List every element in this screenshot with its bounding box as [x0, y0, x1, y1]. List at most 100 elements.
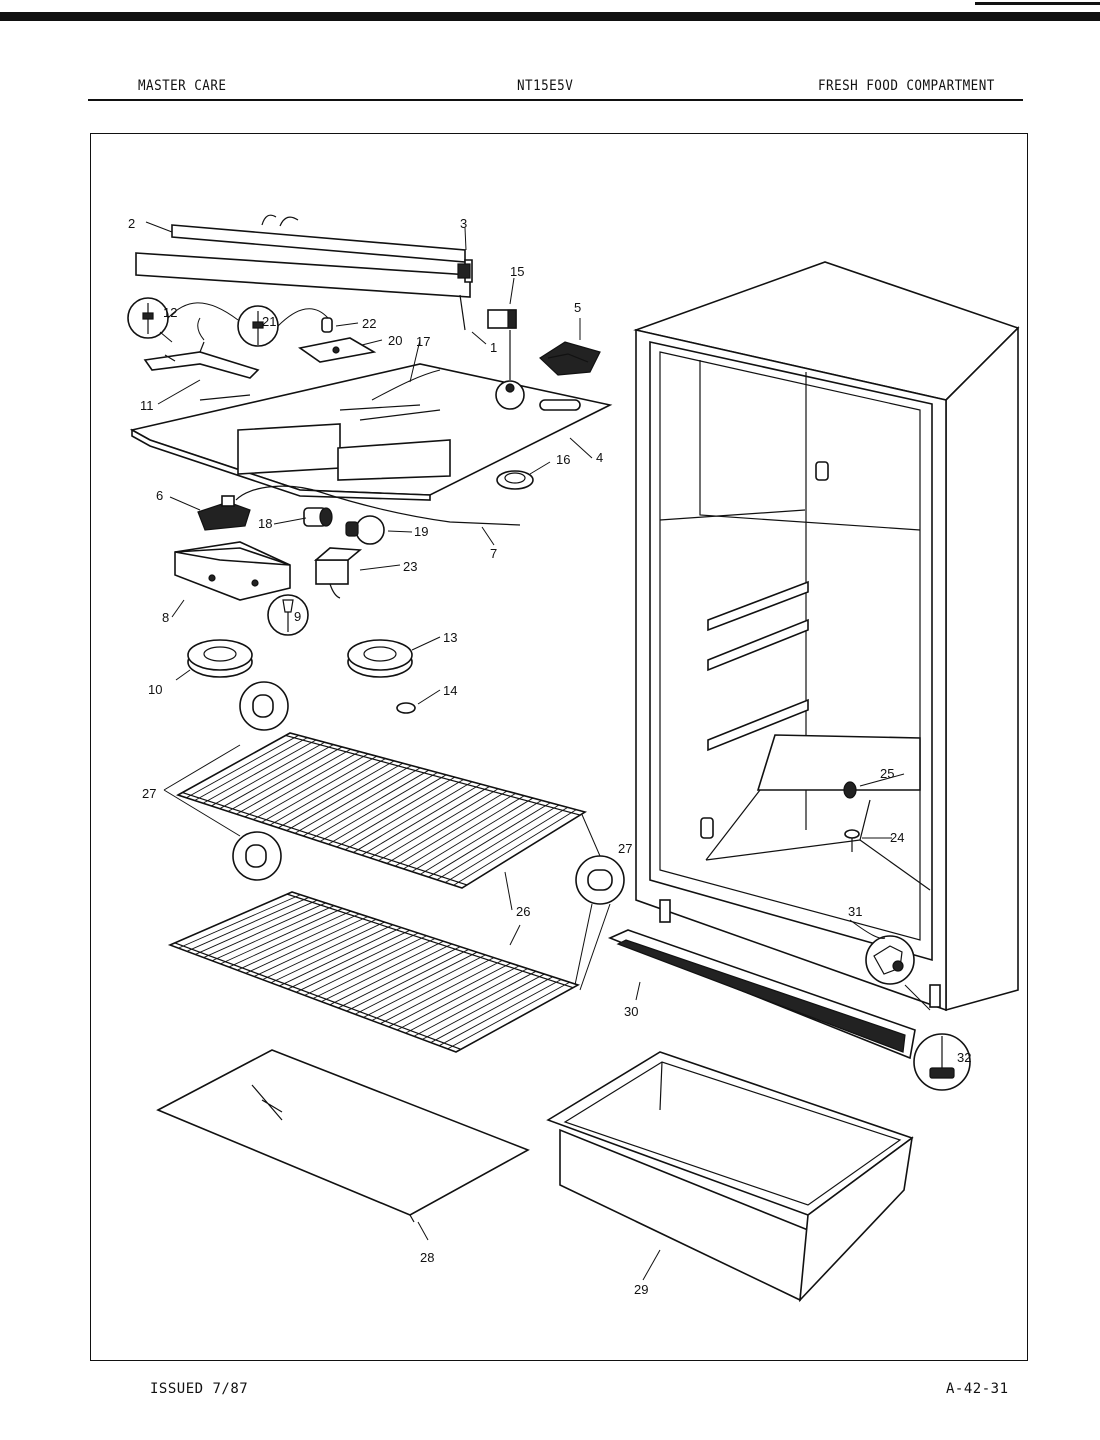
footer-issued: ISSUED 7/87 [150, 1381, 249, 1397]
shelf-rail [174, 942, 462, 1050]
shelf-wire [403, 795, 525, 870]
part-23-timer [313, 547, 363, 599]
callout-18: 18 [258, 516, 272, 531]
header-section: FRESH FOOD COMPARTMENT [818, 78, 995, 94]
shelf-wire [329, 943, 453, 1006]
header-rule [88, 99, 1023, 101]
shelf-wire [354, 951, 478, 1015]
shelf-wire [420, 799, 542, 875]
shelf-wire [380, 959, 503, 1025]
shelf-wire [186, 897, 310, 952]
callout-11: 11 [140, 398, 154, 413]
callout-19: 19 [414, 524, 428, 539]
callout-24: 24 [890, 830, 904, 845]
shelf-wire [363, 954, 486, 1018]
callout-23: 23 [403, 559, 417, 574]
shelf-wire [195, 899, 318, 955]
callout-6: 6 [156, 488, 163, 503]
part-24-screw [844, 829, 860, 852]
shelf-wire [294, 765, 412, 834]
part-26-shelf-lower [167, 891, 581, 1053]
callout-27-right: 27 [618, 841, 632, 856]
shelf-wire [319, 772, 438, 842]
callout-16: 16 [556, 452, 570, 467]
shelf-wire [321, 940, 444, 1003]
callout-13: 13 [443, 630, 457, 645]
shelf-wire [336, 776, 456, 848]
part-11-wire-harness [143, 341, 260, 379]
shelf-wire [269, 758, 386, 826]
shelf-wire [422, 973, 545, 1040]
header-model: NT15E5V [517, 78, 574, 94]
callout-2: 2 [128, 216, 135, 231]
refrigerator-cabinet [633, 261, 1020, 1012]
shelf-wire [244, 751, 360, 818]
header-brand: MASTER CARE [138, 78, 227, 94]
shelf-wire [178, 894, 301, 949]
callout-1: 1 [490, 340, 497, 355]
detail-12-screw [127, 297, 169, 339]
detail-27-bumper-right [575, 855, 625, 905]
part-7-capillary [235, 485, 521, 526]
part-10-knob [187, 639, 253, 678]
part-2-light-shield [171, 214, 466, 263]
callout-21: 21 [262, 314, 276, 329]
shelf-wire [447, 981, 570, 1050]
callout-17: 17 [416, 334, 430, 349]
shelf-wire [413, 970, 537, 1037]
shelf-wire [211, 905, 335, 962]
callout-4: 4 [596, 450, 603, 465]
shelf-wire [219, 744, 334, 810]
shelf-wire [396, 965, 520, 1031]
callout-10: 10 [148, 682, 162, 697]
callout-20: 20 [388, 333, 402, 348]
shelf-wire [361, 783, 482, 856]
shelf-wire [411, 797, 534, 872]
part-26-shelf-upper [176, 732, 587, 889]
shelf-wire [353, 781, 473, 853]
callout-28: 28 [420, 1250, 434, 1265]
callout-15: 15 [510, 264, 524, 279]
callout-26: 26 [516, 904, 530, 919]
part-25-clip [843, 781, 857, 799]
part-8-bracket [174, 541, 291, 601]
detail-32-leveling-leg [913, 1033, 971, 1091]
callout-5: 5 [574, 300, 581, 315]
detail-27-bumper-mid [232, 831, 282, 881]
part-1-control-housing [135, 252, 473, 331]
footer-page-code: A-42-31 [946, 1381, 1009, 1397]
shelf-rail [286, 893, 574, 989]
part-30-grille [607, 929, 916, 1060]
callout-9: 9 [294, 609, 301, 624]
shelf-wire [311, 769, 430, 840]
diagram-frame [90, 133, 1028, 1361]
part-18-socket [303, 507, 333, 527]
shelf-wire [430, 976, 553, 1043]
shelf-wire [270, 924, 394, 984]
callout-25: 25 [880, 766, 894, 781]
shelf-wire [453, 809, 577, 886]
shelf-wire [227, 746, 343, 812]
shelf-wire [287, 929, 410, 990]
detail-9-screw [267, 594, 309, 636]
shelf-wire [405, 968, 528, 1034]
shelf-wire [386, 790, 508, 864]
shelf-wire [295, 932, 419, 993]
shelf-wire [346, 949, 469, 1012]
callout-29: 29 [634, 1282, 648, 1297]
shelf-wire [202, 739, 317, 804]
callout-3: 3 [460, 216, 467, 231]
shelf-wire [303, 767, 421, 837]
shelf-wire [388, 962, 511, 1028]
part-15-knob [487, 309, 517, 380]
shelf-wire [253, 918, 377, 977]
top-rule-accent [975, 2, 1100, 5]
shelf-wire [445, 806, 568, 883]
shelf-wire [211, 741, 325, 807]
shelf-wire [369, 786, 490, 859]
shelf-wire [286, 762, 404, 831]
shelf-wire [344, 779, 464, 851]
callout-labels: 2 3 15 5 1 12 21 22 20 17 11 4 16 6 18 1… [128, 216, 971, 1297]
callout-8: 8 [162, 610, 169, 625]
callout-14: 14 [443, 683, 457, 698]
